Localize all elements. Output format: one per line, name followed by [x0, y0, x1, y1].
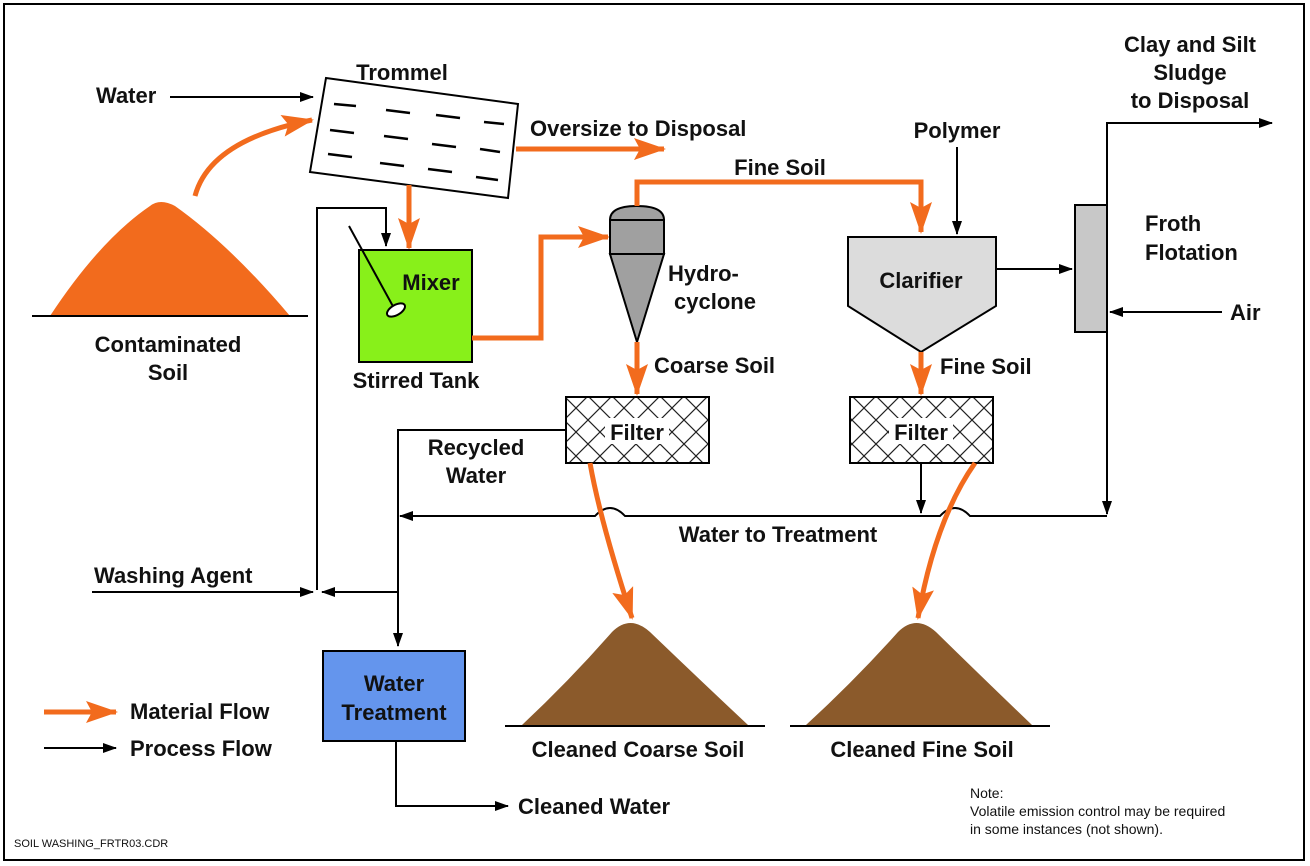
- cleaned-water-label: Cleaned Water: [518, 794, 670, 819]
- mixer-impeller: [385, 302, 407, 318]
- mixer-shaft: [348, 225, 396, 311]
- fine-soil-discharge-flow: [912, 461, 978, 620]
- froth-flotation-column: [1074, 204, 1108, 333]
- hydrocyclone-label-2: cyclone: [674, 289, 756, 314]
- filter-coarse-label-bg: [605, 418, 669, 444]
- froth-label-2: Flotation: [1145, 240, 1238, 265]
- legend: Material Flow Process Flow: [44, 699, 273, 761]
- contaminated-soil-pile: [50, 202, 290, 316]
- water-treatment-label-2: Treatment: [341, 700, 447, 725]
- water-to-treatment-label: Water to Treatment: [679, 522, 878, 547]
- air-label: Air: [1230, 300, 1261, 325]
- recycled-water-label-1: Recycled: [428, 435, 525, 460]
- contaminated-soil-label-1: Contaminated: [95, 332, 242, 357]
- legend-material-flow-label: Material Flow: [130, 699, 270, 724]
- clarifier-tank: [847, 236, 997, 354]
- clay-silt-line: [1106, 118, 1273, 205]
- water-to-treatment-line: [399, 507, 1107, 521]
- washing-agent-label: Washing Agent: [94, 563, 253, 588]
- coarse-soil-discharge-flow: [587, 462, 635, 620]
- hydrocyclone-cone: [608, 253, 666, 346]
- cleaned-coarse-soil-label: Cleaned Coarse Soil: [532, 737, 745, 762]
- hydrocyclone-dome: [608, 204, 666, 221]
- soil-to-trommel-flow: [192, 114, 314, 197]
- coarse-soil-label: Coarse Soil: [654, 353, 775, 378]
- clay-silt-label-3: to Disposal: [1131, 88, 1250, 113]
- clay-silt-label-1: Clay and Silt: [1124, 32, 1257, 57]
- diagram-border: [3, 3, 1305, 861]
- stirred-tank-label: Stirred Tank: [353, 368, 481, 393]
- water-in-label: Water: [96, 83, 157, 108]
- recycle-to-mixer-line: [316, 207, 391, 590]
- legend-process-flow-label: Process Flow: [130, 736, 273, 761]
- recycled-water-line: [393, 429, 566, 647]
- trommel-slots: [327, 102, 505, 182]
- note-title: Note:: [970, 785, 1003, 801]
- hydrocyclone-body: [609, 219, 665, 255]
- water-treatment-label-1: Water: [364, 671, 425, 696]
- mixer-to-hydrocyclone-flow: [472, 226, 610, 341]
- trommel-label: Trommel: [356, 60, 448, 85]
- froth-label-1: Froth: [1145, 211, 1201, 236]
- hydrocyclone-label-1: Hydro-: [668, 261, 739, 286]
- filter-fine-label-bg: [889, 418, 953, 444]
- oversize-label: Oversize to Disposal: [530, 116, 746, 141]
- mixer-label: Mixer: [402, 270, 460, 295]
- clarifier-label: Clarifier: [879, 268, 963, 293]
- water-treatment-box: [322, 650, 466, 742]
- filter-coarse-label: Filter: [610, 420, 664, 445]
- fine-soil-to-clarifier-flow: [634, 179, 932, 234]
- cleaned-fine-soil-pile: [806, 623, 1032, 725]
- note-line-2: in some instances (not shown).: [970, 821, 1163, 837]
- mixer-tank: [358, 249, 473, 363]
- polymer-label: Polymer: [914, 118, 1001, 143]
- contaminated-soil-label-2: Soil: [148, 360, 188, 385]
- file-name: SOIL WASHING_FRTR03.CDR: [14, 838, 168, 850]
- trommel-drum: [308, 76, 520, 200]
- recycled-water-label-2: Water: [446, 463, 507, 488]
- cleaned-water-line: [395, 741, 509, 811]
- clay-silt-label-2: Sludge: [1153, 60, 1226, 85]
- cleaned-coarse-soil-pile: [522, 623, 748, 725]
- filter-fine-label: Filter: [894, 420, 948, 445]
- cleaned-fine-soil-label: Cleaned Fine Soil: [830, 737, 1013, 762]
- fine-soil-top-label: Fine Soil: [734, 155, 826, 180]
- note-line-1: Volatile emission control may be require…: [970, 803, 1225, 819]
- fine-soil-mid-label: Fine Soil: [940, 354, 1032, 379]
